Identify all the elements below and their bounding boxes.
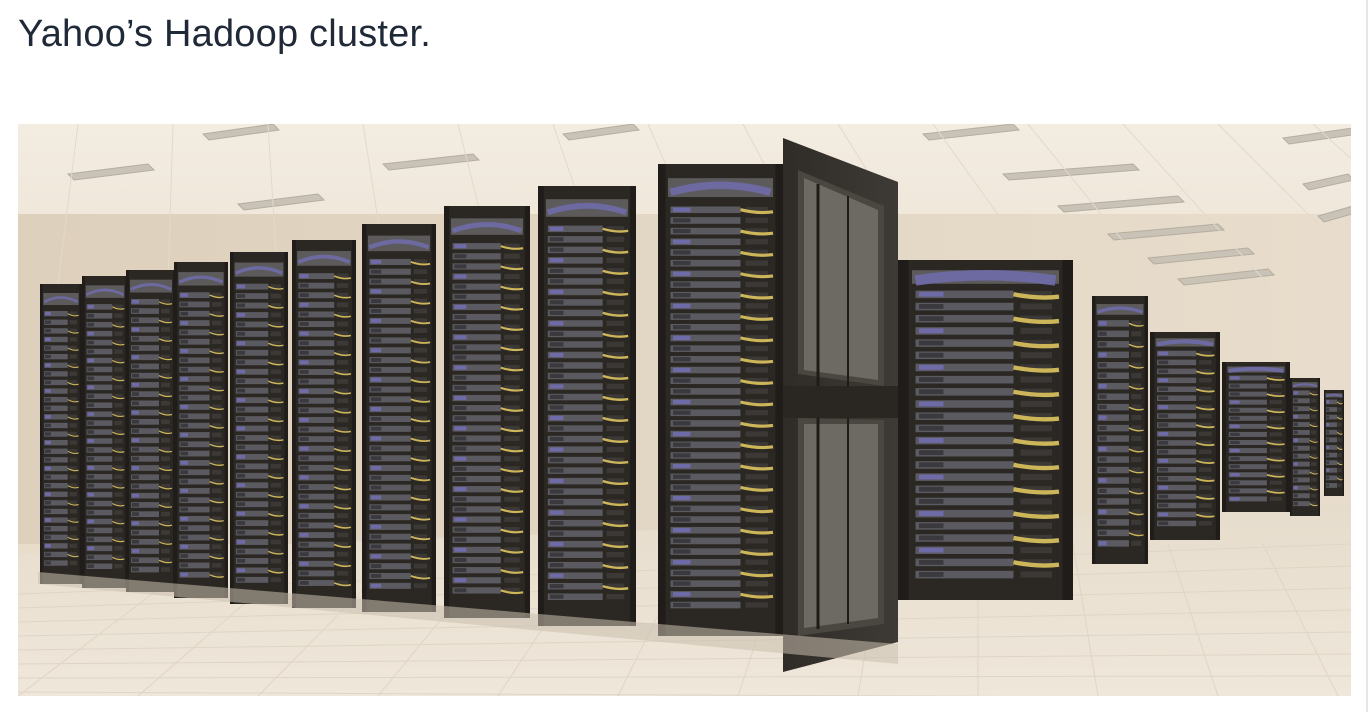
ceiling-light — [561, 124, 641, 141]
ceiling-light — [201, 124, 281, 141]
rack-end-panel — [783, 138, 898, 672]
server-rack — [126, 270, 176, 592]
ceiling-light — [66, 163, 156, 181]
server-rack — [898, 260, 1073, 600]
server-rack — [444, 206, 530, 618]
distant-rack-row — [898, 260, 1344, 600]
server-rack — [1324, 390, 1344, 496]
ceiling-light — [921, 124, 1021, 141]
ceiling-light — [381, 153, 481, 171]
server-rack — [362, 224, 436, 612]
rack-shadow — [38, 572, 898, 664]
ceiling-light — [1146, 247, 1256, 265]
server-rack — [1150, 332, 1220, 540]
ceiling-light — [1302, 173, 1351, 191]
server-rack — [82, 276, 128, 588]
server-rack — [230, 252, 288, 604]
ceiling-light — [1106, 223, 1226, 241]
ceiling-light — [236, 193, 326, 211]
server-rack — [1222, 362, 1290, 512]
frame-edge — [1366, 0, 1368, 712]
ceiling-light — [1176, 268, 1276, 286]
ceiling-light — [1001, 163, 1141, 181]
server-rack — [1092, 296, 1148, 564]
ceiling-light — [1056, 195, 1186, 213]
main-rack-row — [40, 164, 783, 636]
server-rack — [658, 164, 783, 636]
server-rack — [174, 262, 228, 598]
ceiling-light — [1281, 127, 1351, 145]
server-rack — [40, 284, 82, 584]
server-rack — [292, 240, 356, 608]
server-rack — [1290, 378, 1320, 516]
data-center-photo — [18, 124, 1351, 696]
server-racks-illustration — [18, 124, 1351, 696]
image-caption: Yahoo’s Hadoop cluster. — [18, 13, 432, 55]
ceiling-light — [1317, 206, 1351, 223]
server-rack — [538, 186, 636, 626]
